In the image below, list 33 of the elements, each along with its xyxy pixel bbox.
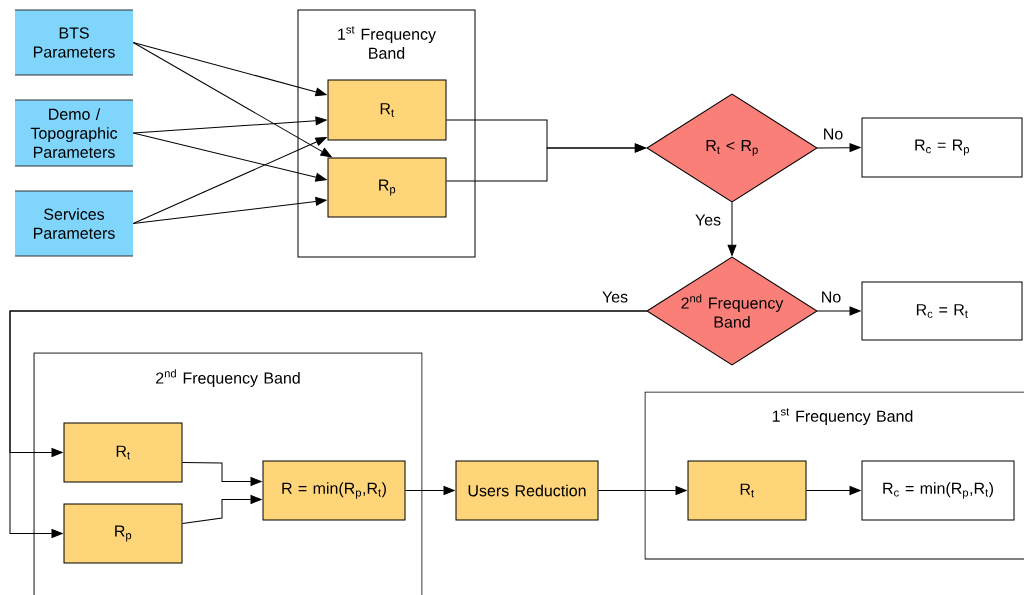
parameter-box: Demo / Topographic Parameters — [14, 99, 134, 167]
edge-label: No — [819, 290, 843, 304]
arrow — [132, 132, 327, 182]
arrow — [816, 143, 861, 153]
process-box: R$_{t}$ — [327, 79, 447, 141]
parameter-box: Services Parameters — [14, 190, 134, 257]
arrow — [132, 116, 327, 134]
process-box: R$_{t}$ — [687, 460, 807, 521]
arrow — [446, 143, 646, 182]
edge-label: Yes — [693, 213, 723, 227]
arrow — [727, 201, 737, 256]
result-box: R$_{c}$ = R$_{p}$ — [861, 117, 1023, 178]
arrow — [598, 486, 687, 495]
arrow — [9, 310, 648, 538]
arrow — [132, 137, 327, 224]
process-box: R = min(R$_{p}$,R$_{t}$) — [262, 460, 406, 521]
edge-label: Yes — [600, 290, 630, 304]
process-box: R$_{p}$ — [63, 503, 183, 564]
parameter-box: BTS Parameters — [14, 9, 134, 76]
arrow — [182, 495, 262, 524]
arrow — [182, 462, 262, 486]
arrow — [816, 306, 861, 316]
process-box: R$_{t}$ — [63, 422, 183, 483]
arrow — [132, 42, 332, 158]
arrow — [132, 42, 327, 97]
arrow — [405, 486, 455, 495]
process-box: R$_{p}$ — [327, 157, 447, 218]
process-box: Users Reduction — [455, 460, 599, 521]
result-box: R$_{c}$ = R$_{t}$ — [861, 281, 1023, 341]
arrow — [132, 197, 327, 224]
edge-label: No — [821, 127, 845, 141]
result-box: R$_{c}$ = min(R$_{p}$,R$_{t}$) — [861, 460, 1015, 521]
arrow — [806, 486, 861, 495]
